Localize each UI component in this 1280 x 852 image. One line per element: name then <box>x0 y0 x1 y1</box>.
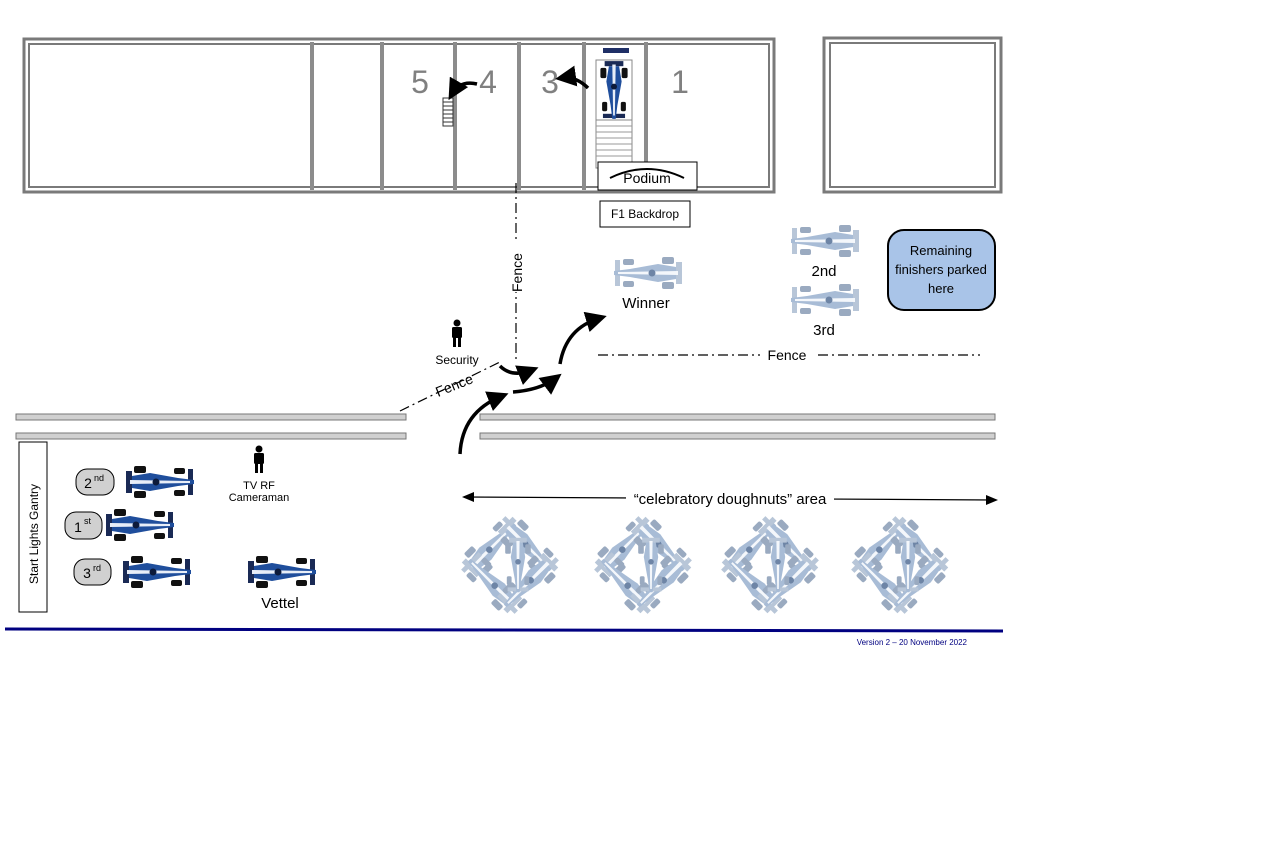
fence-label-diagonal: Fence <box>433 370 475 399</box>
svg-text:2: 2 <box>84 475 92 491</box>
doughnut-cluster-2-icon <box>591 513 694 616</box>
grid-car-3rd-icon <box>123 556 191 588</box>
garage-car-icon <box>595 59 633 121</box>
third-place-label: 3rd <box>813 322 835 339</box>
svg-text:1: 1 <box>74 519 82 535</box>
remaining-note-line-1: Remaining <box>910 243 972 258</box>
doughnuts-area-arrow: “celebratory doughnuts” area <box>462 489 998 508</box>
third-place-car-icon <box>791 284 859 316</box>
grid-badge-2nd: 2 nd <box>75 468 115 496</box>
route-arrow-1 <box>458 391 509 455</box>
cameraman-label-line-2: Cameraman <box>229 492 290 504</box>
security-person-icon <box>452 319 462 347</box>
winner-label: Winner <box>622 295 670 312</box>
grid-badge-3rd: 3 rd <box>73 558 112 586</box>
remaining-finishers-note: Remaining finishers parked here <box>887 229 996 311</box>
fence-label-horizontal: Fence <box>768 347 807 363</box>
route-arrow-4 <box>558 311 607 365</box>
grid-badge-3rd-sup: rd <box>93 563 101 573</box>
gantry-label: Start Lights Gantry <box>27 484 41 584</box>
cameraman-person-icon <box>254 445 264 473</box>
garage-number-4: 4 <box>479 64 497 100</box>
doughnut-cluster-1-icon <box>458 513 561 616</box>
garage-building <box>22 37 776 194</box>
garage-building-annex <box>822 36 1003 194</box>
fence-vertical: Fence <box>508 183 525 360</box>
route-arrow-3 <box>512 373 562 395</box>
podium-label: Podium <box>623 170 670 186</box>
doughnut-cluster-4-icon <box>848 513 951 616</box>
winner-car-icon <box>614 257 682 289</box>
bottom-rule <box>4 627 1004 633</box>
svg-text:3: 3 <box>83 565 91 581</box>
vettel-label: Vettel <box>261 595 299 612</box>
garage-number-5: 5 <box>411 64 429 100</box>
remaining-note-line-3: here <box>928 281 954 296</box>
grid-badge-1st-sup: st <box>84 516 92 526</box>
remaining-note-line-2: finishers parked <box>895 262 987 277</box>
backdrop-label: F1 Backdrop <box>611 207 679 221</box>
grid-car-1st-icon <box>106 509 174 541</box>
fence-horizontal: Fence <box>598 347 980 363</box>
move-arrow-2-to-3 <box>555 65 590 90</box>
garage-number-1: 1 <box>671 64 689 100</box>
garage-number-3: 3 <box>541 64 559 100</box>
version-text: Version 2 – 20 November 2022 <box>857 638 968 647</box>
grid-badge-1st-num: 1 <box>74 519 82 535</box>
route-arrow-2 <box>498 364 539 385</box>
start-lights-gantry: Start Lights Gantry <box>18 441 48 613</box>
grid-badge-2nd-sup: nd <box>94 473 104 483</box>
stairs-icon <box>442 97 454 127</box>
cameraman-label-line-1: TV RF <box>243 480 275 492</box>
grid-badge-2nd-num: 2 <box>84 475 92 491</box>
vettel-car-icon <box>248 556 316 588</box>
f1-backdrop: F1 Backdrop <box>599 200 691 228</box>
grid-badge-3rd-num: 3 <box>83 565 91 581</box>
grid-car-2nd-icon <box>126 466 194 498</box>
grid-badge-1st: 1 st <box>64 511 103 540</box>
fence-label-vertical: Fence <box>509 253 525 292</box>
doughnuts-area-label: “celebratory doughnuts” area <box>634 491 827 508</box>
second-place-car-icon <box>791 225 859 257</box>
second-place-label: 2nd <box>811 263 836 280</box>
track-barriers <box>15 413 996 440</box>
security-label: Security <box>435 353 478 367</box>
move-arrow-4-to-5 <box>448 76 478 101</box>
podium: Podium <box>597 161 698 191</box>
doughnut-cluster-3-icon <box>718 513 821 616</box>
